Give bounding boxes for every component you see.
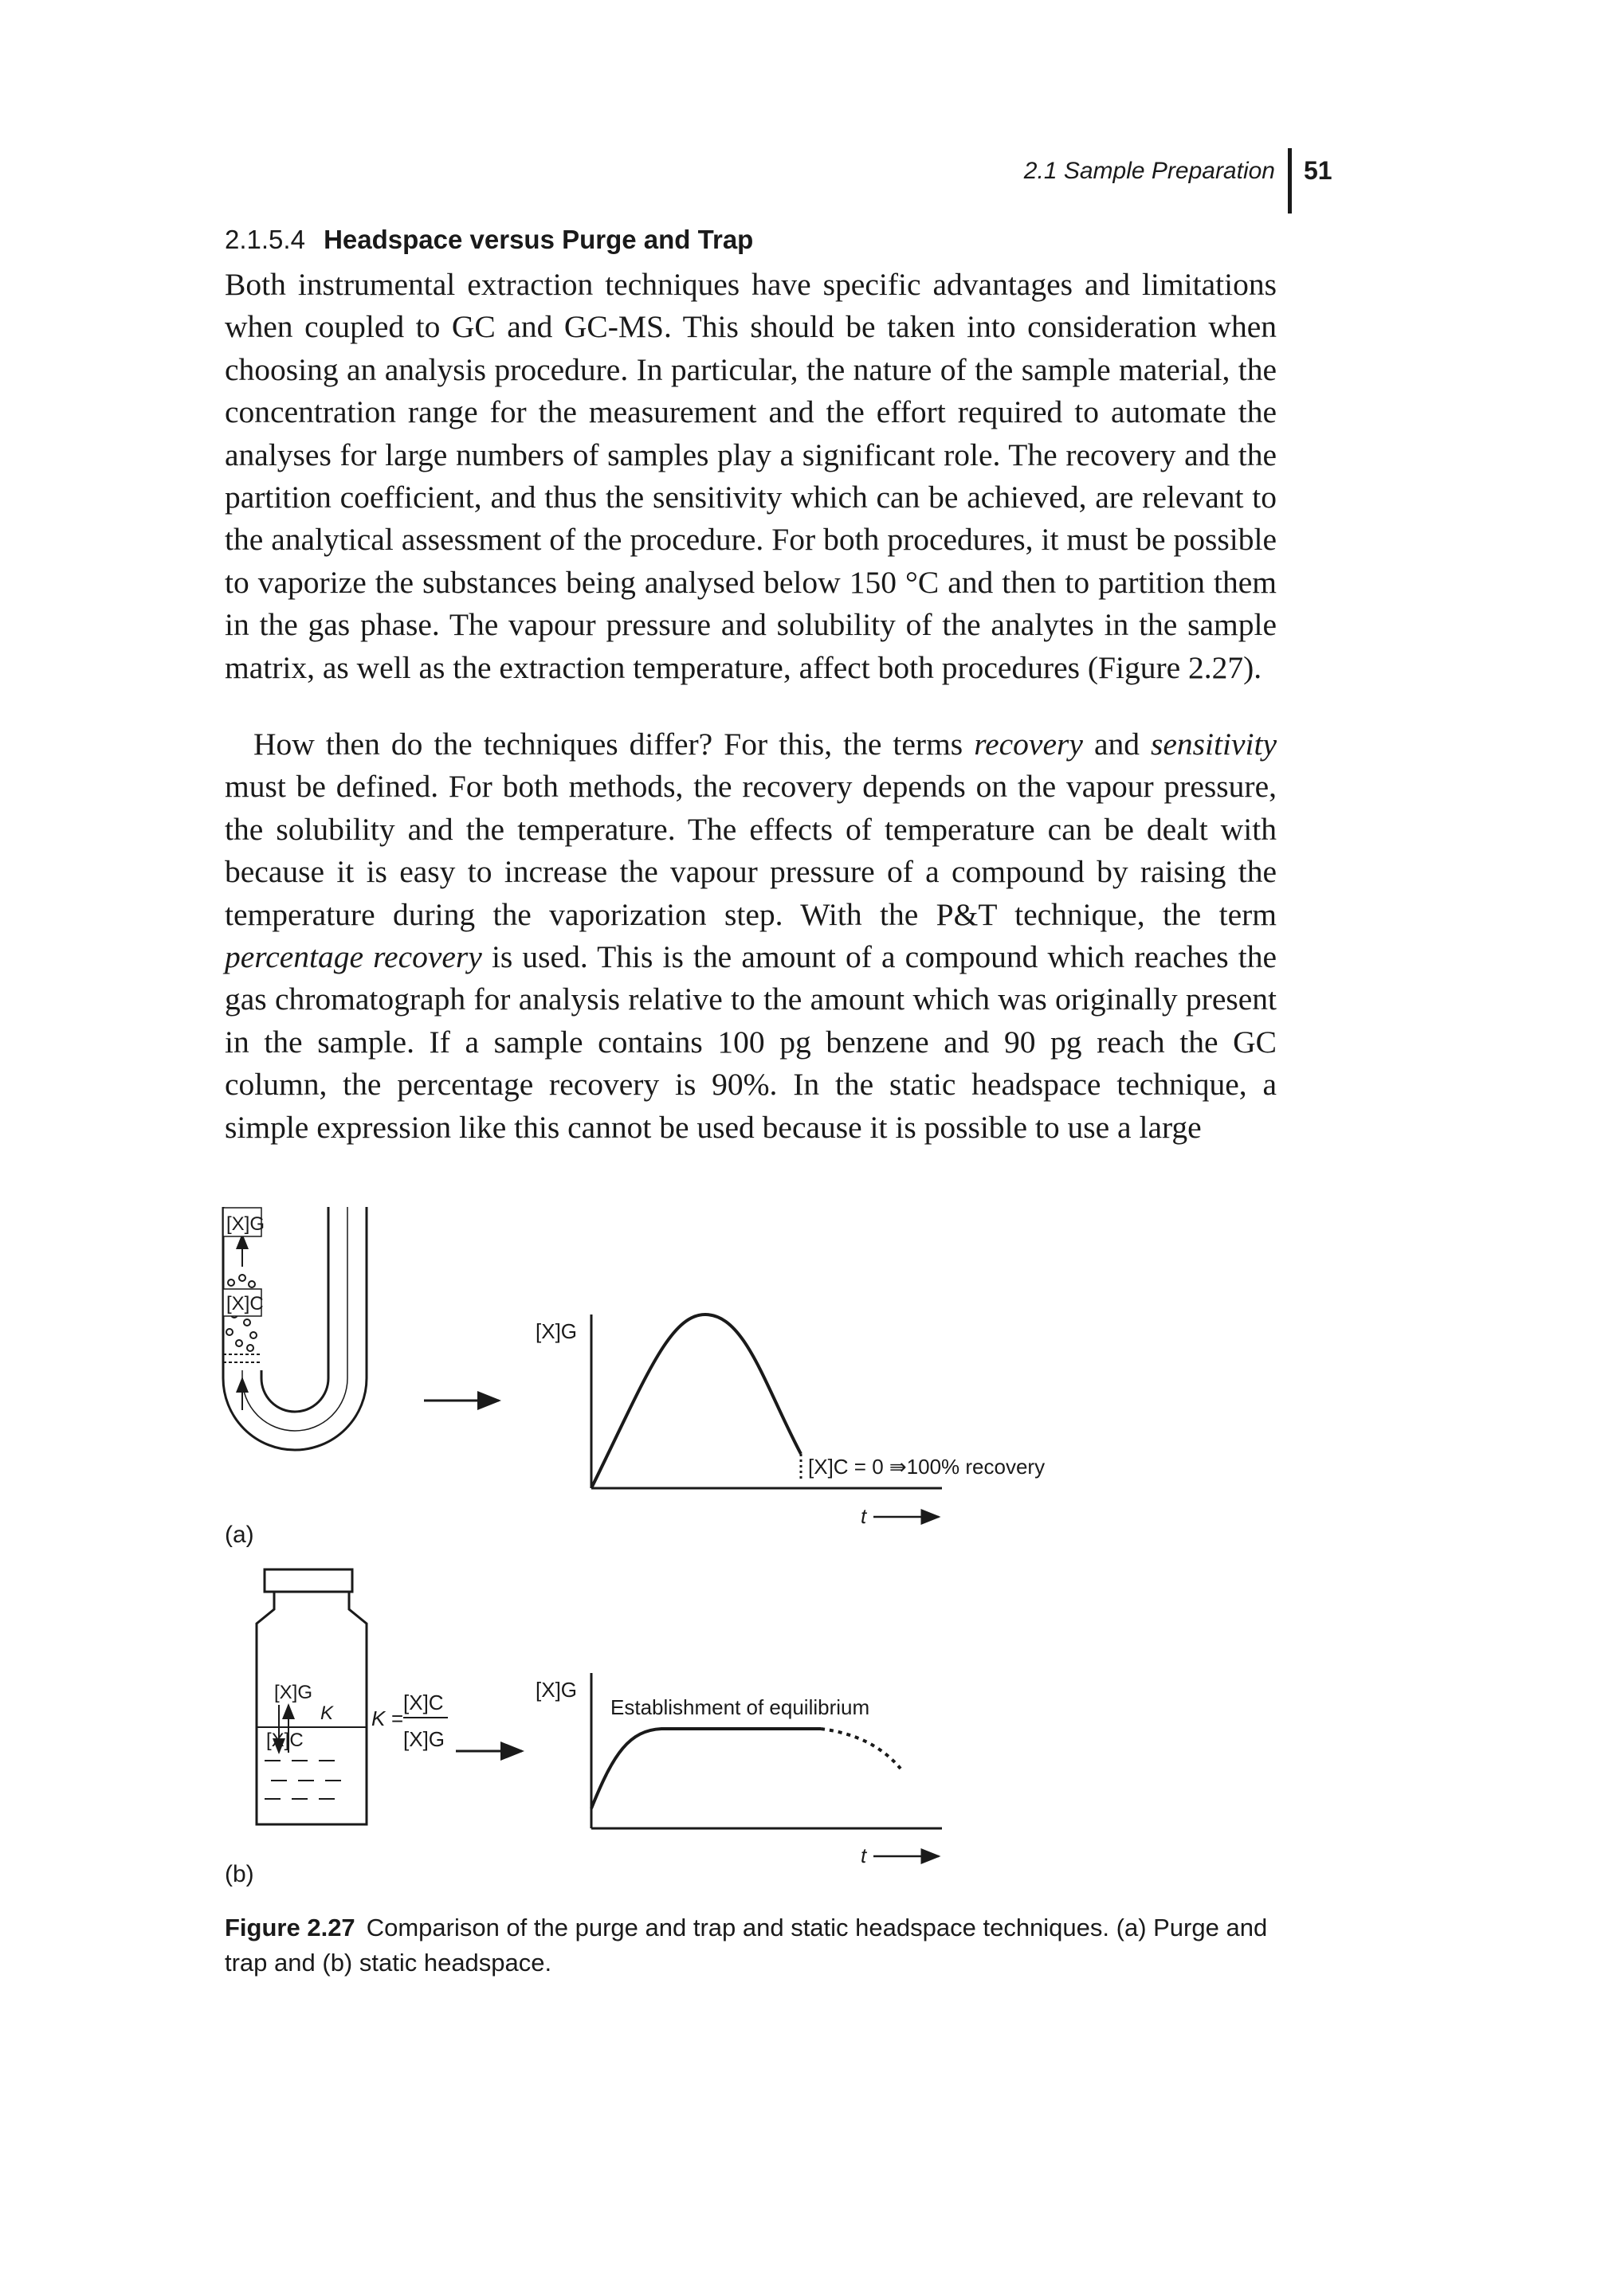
partition-equation: K = [X]C [X]G: [371, 1691, 448, 1751]
equation-numerator: [X]C: [403, 1691, 444, 1714]
vial-liquid-label: [X]C: [266, 1730, 304, 1751]
caption-text: Comparison of the purge and trap and sta…: [225, 1914, 1268, 1977]
paragraph-2-text-c: must be defined. For both methods, the r…: [225, 769, 1277, 932]
bubble-icons: [226, 1274, 257, 1352]
graph-a-annotation: [X]C = 0 ⇛100% recovery: [808, 1455, 1045, 1479]
graph-b-ylabel: [X]G: [536, 1678, 577, 1702]
equation-denominator: [X]G: [403, 1727, 445, 1751]
page-number: 51: [1304, 156, 1332, 185]
vial-k-label: K: [320, 1702, 334, 1724]
paragraph-2-text-a: How then do the techniques differ? For t…: [253, 727, 975, 762]
paragraph-2-text-b: and: [1082, 727, 1152, 762]
vial-gas-label: [X]G: [274, 1682, 312, 1703]
tube-liquid-label: [X]C: [226, 1293, 264, 1315]
section-heading: 2.1.5.4 Headspace versus Purge and Trap: [225, 225, 753, 255]
graph-b: [X]G Establishment of equilibrium t: [536, 1673, 942, 1867]
panel-a-label: (a): [225, 1522, 254, 1548]
term-recovery: recovery: [974, 727, 1083, 762]
graph-a-time-label: t: [861, 1504, 868, 1528]
headspace-vial: [X]G K [X]C: [255, 1568, 368, 1826]
purge-and-trap-apparatus: [X]G [X]C: [222, 1207, 368, 1452]
caption-label: Figure 2.27: [225, 1914, 355, 1941]
paragraph-2: How then do the techniques differ? For t…: [225, 723, 1277, 1149]
panel-b-label: (b): [225, 1861, 254, 1887]
equation-lhs: K =: [371, 1706, 403, 1730]
running-head: 2.1 Sample Preparation: [1023, 158, 1275, 184]
header-rule: [1288, 148, 1292, 214]
section-number: 2.1.5.4: [225, 225, 305, 254]
curve-a: [590, 1312, 802, 1489]
graph-b-annotation: Establishment of equilibrium: [610, 1695, 869, 1719]
figure-2-27: [X]G [X]C [X]G [X]C = 0 ⇛100% recovery t…: [215, 1195, 1124, 1896]
tube-gas-label: [X]G: [226, 1213, 265, 1235]
paragraph-2-text-d: is used. This is the amount of a compoun…: [225, 939, 1277, 1145]
term-percentage-recovery: percentage recovery: [225, 939, 482, 975]
section-title: Headspace versus Purge and Trap: [324, 225, 754, 254]
graph-b-time-label: t: [861, 1843, 868, 1867]
term-sensitivity: sensitivity: [1151, 727, 1277, 762]
graph-a: [X]G [X]C = 0 ⇛100% recovery t: [536, 1312, 1045, 1528]
curve-b: [590, 1727, 821, 1809]
graph-a-ylabel: [X]G: [536, 1319, 577, 1343]
paragraph-1: Both instrumental extraction techniques …: [225, 267, 1277, 685]
